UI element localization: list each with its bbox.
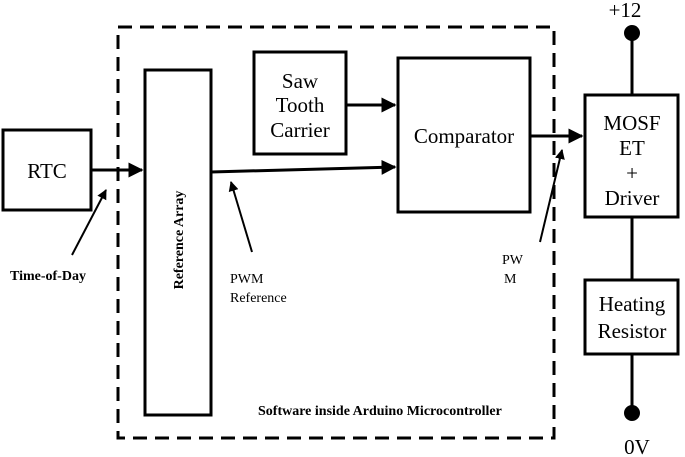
pwm-reference-label-1: PWM — [230, 272, 264, 287]
rtc-label: RTC — [27, 159, 67, 183]
rtc-block — [1, 128, 93, 212]
pwm-reference-label-2: Reference — [230, 291, 287, 306]
saw-tooth-label-2: Tooth — [276, 93, 325, 117]
comparator-block — [396, 56, 532, 214]
reference-array-block — [143, 68, 213, 417]
heating-resistor-label-2: Resistor — [598, 319, 667, 343]
software-note: Software inside Arduino Microcontroller — [258, 404, 502, 419]
heating-resistor-label-1: Heating — [599, 292, 666, 316]
time-of-day-pointer — [71, 189, 107, 256]
pwm-label-2: M — [504, 272, 517, 287]
pwm-reference-pointer — [228, 181, 253, 253]
pwm-label-1: PW — [502, 253, 524, 268]
arduino-boundary — [116, 25, 556, 440]
ground-label: 0V — [624, 435, 650, 457]
pwm-pointer — [539, 149, 565, 243]
supply-label: +12 — [609, 0, 642, 22]
mosfet-label-1: MOSF — [603, 111, 660, 135]
comparator-label: Comparator — [414, 124, 514, 148]
mosfet-label-2: ET — [619, 136, 645, 160]
saw-tooth-carrier-block — [252, 50, 348, 156]
reference-to-comparator-arrow — [210, 159, 397, 175]
ground-terminal-dot — [624, 405, 640, 421]
time-of-day-label: Time-of-Day — [10, 269, 86, 284]
mosfet-label-4: Driver — [605, 186, 660, 210]
saw-tooth-label-3: Carrier — [270, 118, 329, 142]
saw-tooth-label-1: Saw — [282, 69, 319, 93]
supply-terminal-dot — [624, 25, 640, 41]
reference-array-label: Reference Array — [172, 191, 187, 290]
mosfet-label-3: + — [626, 161, 638, 185]
